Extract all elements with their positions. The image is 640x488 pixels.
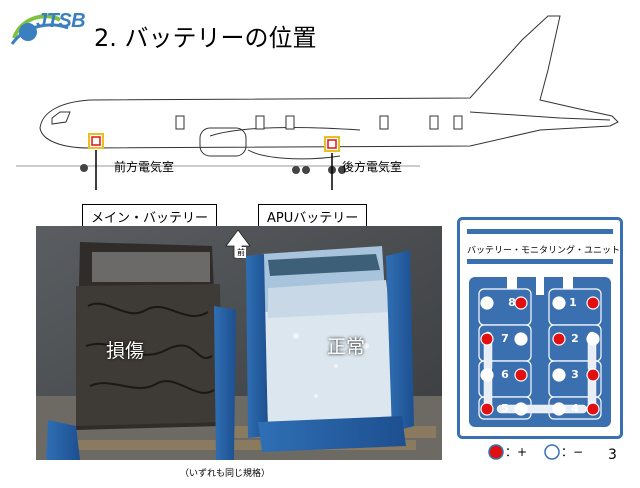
apu-battery-callout: APUバッテリー: [258, 204, 368, 229]
cell-number-7: 7: [501, 332, 509, 345]
front-direction-label: 前: [236, 247, 246, 258]
photo-caption: （いずれも同じ規格）: [180, 469, 271, 479]
front-electrical-compartment-label: 前方電気室: [114, 160, 175, 174]
damaged-battery-label: 損傷: [106, 340, 145, 362]
battery-cell-diagram: [457, 217, 623, 439]
cell-number-3: 3: [571, 368, 579, 381]
cell-number-8: 8: [508, 296, 516, 309]
battery-photo: [36, 226, 442, 460]
cell-number-1: 1: [569, 296, 577, 309]
logo-text: JTSB: [36, 10, 86, 32]
negative-legend-text: ：−: [561, 445, 584, 459]
jtsb-logo: [10, 14, 69, 45]
page-title: 2. バッテリーの位置: [94, 24, 317, 52]
aircraft-outline: [16, 15, 619, 190]
cell-number-2: 2: [571, 332, 579, 345]
positive-legend-text: ：+: [505, 445, 528, 459]
cell-number-6: 6: [501, 368, 509, 381]
terminal-legend: ：+ ：−: [488, 442, 598, 462]
negative-terminal-icon: [544, 444, 560, 460]
positive-terminal-icon: [488, 444, 504, 460]
normal-battery-label: 正常: [327, 336, 366, 358]
battery-monitoring-unit-label: バッテリー・モニタリング・ユニット: [467, 246, 621, 256]
cell-number-4: 4: [571, 402, 579, 415]
page-number: 3: [608, 447, 617, 463]
cell-number-5: 5: [501, 402, 509, 415]
rear-electrical-compartment-label: 後方電気室: [342, 160, 403, 174]
